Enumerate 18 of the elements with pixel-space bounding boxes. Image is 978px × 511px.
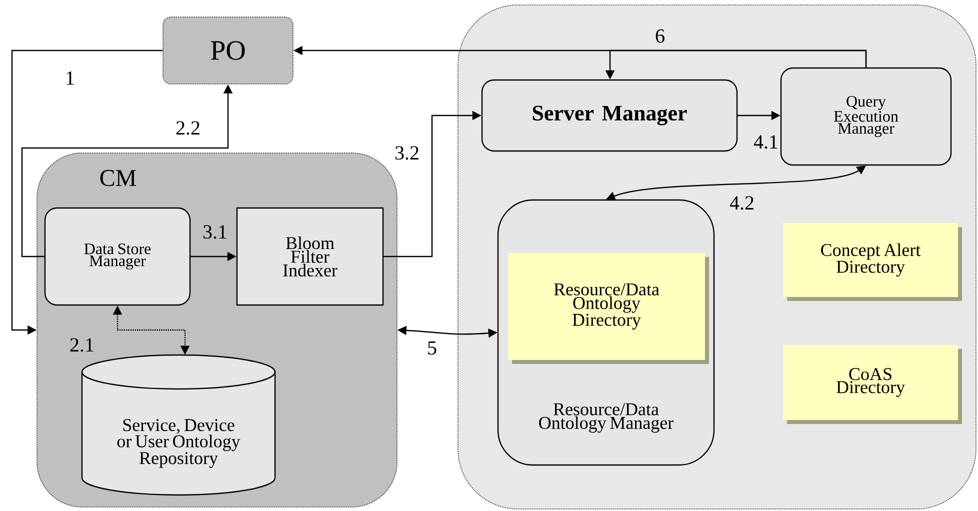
process-box: Query Execution Manager	[780, 67, 952, 166]
database-cylinder: Service, Device or User Ontology Repository	[81, 354, 276, 496]
edge-label: 2.1	[70, 338, 94, 352]
process-box: Bloom Filter Indexer	[236, 207, 384, 306]
directory-box: CoAS Directory	[783, 345, 962, 424]
edge-label: 3.1	[203, 225, 226, 239]
edge-label: 2.2	[176, 121, 200, 135]
process-box: Data Store Manager	[44, 207, 191, 306]
edge-label: 1	[66, 71, 74, 85]
process-box: Server Manager	[481, 79, 738, 152]
directory-box: Resource/Data Ontology Directory	[508, 253, 709, 364]
edge-label: 6	[656, 29, 664, 43]
process-box: PO	[162, 16, 294, 84]
edge-label: 4.2	[730, 196, 754, 210]
edge-label: 3.2	[395, 146, 418, 160]
edge-label: 5	[428, 341, 436, 355]
edge-label: 4.1	[754, 135, 778, 149]
directory-box: Concept Alert Directory	[783, 223, 962, 301]
